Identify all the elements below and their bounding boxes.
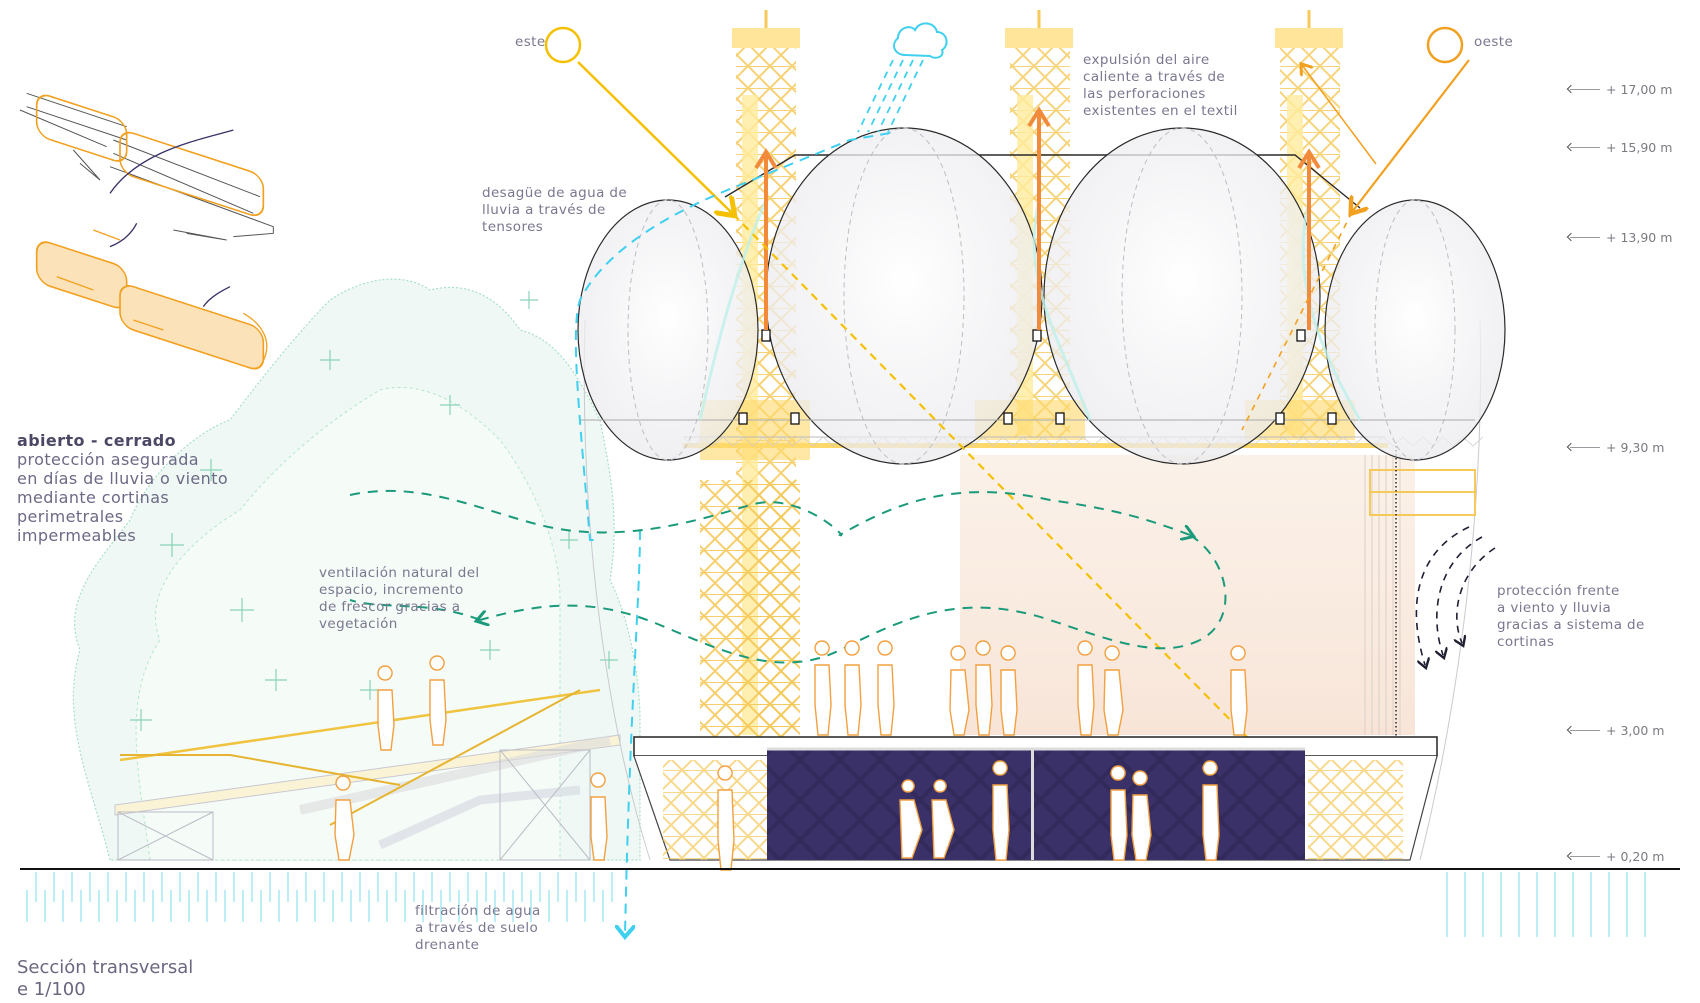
drainage-soil-hatch	[26, 872, 1646, 937]
level-marker-1590: + 15,90 m	[1570, 140, 1672, 155]
level-marker-020: + 0,20 m	[1570, 849, 1664, 864]
drawing-title: Sección transversal e 1/100	[17, 957, 193, 1001]
inflatable-balloons	[577, 127, 1506, 465]
level-label: + 9,30 m	[1606, 440, 1665, 455]
level-marker-1390: + 13,90 m	[1570, 230, 1672, 245]
level-tick-icon	[1570, 147, 1600, 148]
level-label: + 13,90 m	[1606, 230, 1673, 245]
level-marker-1700: + 17,00 m	[1570, 82, 1672, 97]
sun-west-label: oeste	[1474, 34, 1514, 50]
lower-floor	[633, 747, 1438, 861]
section-title: Sección transversal	[17, 957, 194, 978]
level-tick-icon	[1570, 89, 1600, 90]
right-terrace	[1369, 469, 1476, 516]
rain-drainage-label: desagüe de agua de lluvia a través de te…	[482, 185, 628, 235]
level-tick-icon	[1570, 856, 1600, 857]
open-closed-heading: abierto - cerrado	[17, 431, 177, 450]
level-tick-icon	[1570, 447, 1600, 448]
curtain-panels	[960, 455, 1415, 735]
wind-protection-arcs	[1415, 526, 1496, 665]
level-label: + 0,20 m	[1606, 849, 1665, 864]
level-label: + 17,00 m	[1606, 82, 1673, 97]
ventilation-label: ventilación natural del espacio, increme…	[319, 565, 480, 632]
balloon-right	[1324, 199, 1506, 461]
sun-east-icon	[544, 26, 582, 64]
wind-protection-label: protección frente a viento y lluvia grac…	[1497, 583, 1645, 650]
balloon-left	[577, 199, 759, 461]
people-silhouettes	[334, 640, 1248, 871]
open-closed-body: protección asegurada en días de lluvia o…	[17, 450, 229, 545]
truss-beam	[682, 436, 1484, 448]
rain-cloud-icon	[857, 22, 948, 133]
rain-drain-path	[574, 132, 891, 935]
level-marker-930: + 9,30 m	[1570, 440, 1664, 455]
sun-rays	[577, 59, 1470, 739]
section-scale: e 1/100	[17, 979, 86, 1000]
isometric-diagrams	[19, 92, 274, 370]
filtration-label: filtración de agua a través de suelo dre…	[415, 903, 541, 953]
hot-air-label: expulsión del aire caliente a través de …	[1083, 52, 1238, 119]
sun-east-label: este	[515, 34, 546, 50]
level-label: + 15,90 m	[1606, 140, 1673, 155]
people-upper-floor	[814, 640, 1248, 736]
hot-air-arrows	[754, 106, 1321, 330]
isometric-open	[19, 92, 274, 241]
isometric-closed	[35, 223, 268, 370]
level-label: + 3,00 m	[1606, 723, 1665, 738]
sun-west-icon	[1426, 26, 1464, 64]
people-ramp	[334, 655, 608, 861]
people-lower-floor	[717, 760, 1220, 871]
level-marker-300: + 3,00 m	[1570, 723, 1664, 738]
level-tick-icon	[1570, 237, 1600, 238]
balloon-center-left	[765, 127, 1043, 465]
ventilation-flow	[349, 489, 1227, 664]
level-tick-icon	[1570, 730, 1600, 731]
